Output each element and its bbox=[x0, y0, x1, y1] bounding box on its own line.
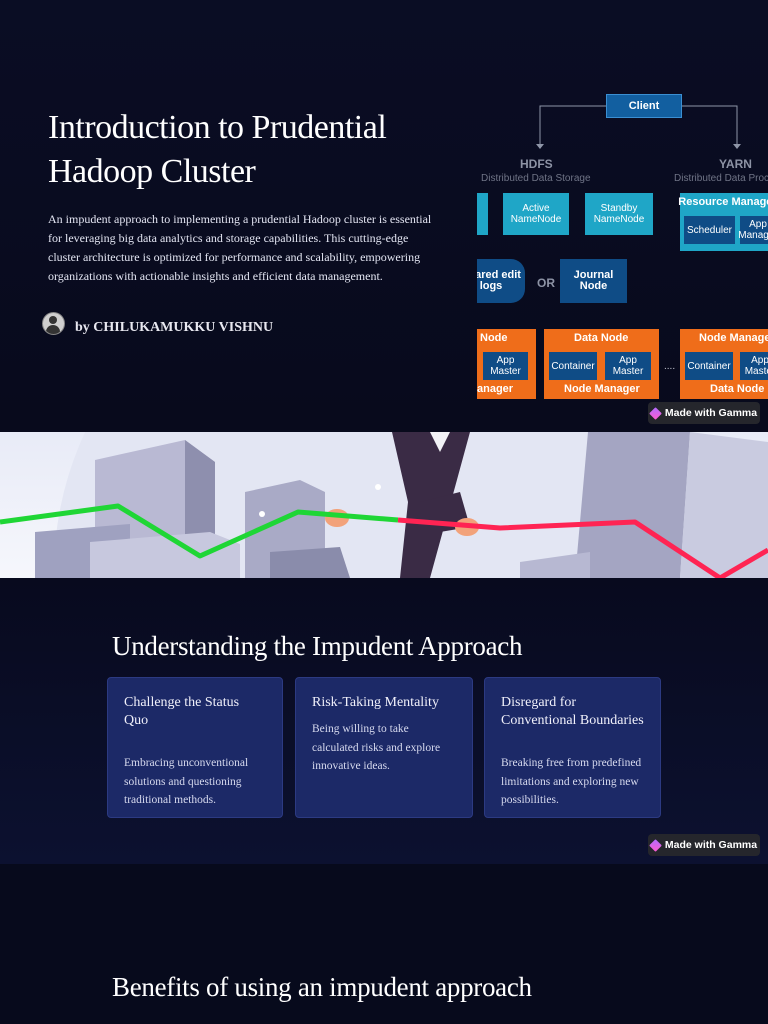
standby-namenode-box: Standby NameNode bbox=[585, 193, 653, 235]
diagram-connectors bbox=[536, 105, 741, 149]
card-text: Embracing unconventional solutions and q… bbox=[124, 757, 249, 806]
container-box: Container bbox=[549, 352, 597, 380]
benefits-heading: Benefits of using an impudent approach bbox=[112, 972, 532, 1002]
slide-title: Introduction to Prudential Hadoop Cluste… bbox=[48, 109, 387, 190]
active-namenode-box: Active NameNode bbox=[503, 193, 569, 235]
card-text: Being willing to take calculated risks a… bbox=[312, 723, 441, 772]
card-title: Challenge the Status Quo bbox=[124, 695, 240, 728]
journal-node-box: Journal Node bbox=[560, 259, 627, 303]
node-left-label: Node bbox=[480, 332, 508, 344]
scheduler-box: Scheduler bbox=[684, 216, 735, 244]
card-boundaries: Disregard for Conventional Boundaries Br… bbox=[484, 677, 661, 818]
ellipsis-label: .... bbox=[664, 361, 676, 372]
gamma-logo-icon bbox=[649, 406, 662, 420]
made-with-gamma-label: Made with Gamma bbox=[664, 839, 758, 851]
or-label: OR bbox=[537, 276, 555, 290]
yarn-sublabel: Distributed Data Processing bbox=[674, 173, 768, 184]
manager-left-label: anager bbox=[477, 383, 514, 395]
author-avatar bbox=[42, 311, 65, 335]
app-manager-box: App Manager bbox=[738, 216, 768, 244]
made-with-gamma-badge[interactable]: Made with Gamma bbox=[648, 402, 760, 424]
benefits-slide: Benefits of using an impudent approach bbox=[0, 864, 768, 1024]
approach-slide: Understanding the Impudent Approach Chal… bbox=[0, 578, 768, 864]
card-title: Risk-Taking Mentality bbox=[312, 695, 439, 710]
app-master-left-box: App Master bbox=[483, 352, 528, 380]
card-status-quo: Challenge the Status Quo Embracing uncon… bbox=[107, 677, 283, 818]
shared-edit-logs-box: Shared edit logs bbox=[477, 259, 525, 303]
namenode-partial-box bbox=[477, 193, 488, 235]
made-with-gamma-label: Made with Gamma bbox=[664, 407, 758, 419]
hdfs-label: HDFS bbox=[520, 157, 553, 171]
card-risk-taking: Risk-Taking Mentality Being willing to t… bbox=[295, 677, 473, 818]
title-slide: Introduction to Prudential Hadoop Cluste… bbox=[0, 0, 768, 432]
card-text: Breaking free from predefined limitation… bbox=[501, 757, 642, 806]
data-node-label: Data Node bbox=[574, 332, 629, 344]
card-title: Disregard for Conventional Boundaries bbox=[501, 695, 644, 728]
container-right-box: Container bbox=[685, 352, 733, 380]
business-handshake-illustration bbox=[0, 432, 768, 578]
node-manager-right-label: Node Manager bbox=[699, 332, 768, 344]
hdfs-sublabel: Distributed Data Storage bbox=[481, 173, 591, 184]
yarn-label: YARN bbox=[719, 157, 752, 171]
app-master-box: App Master bbox=[605, 352, 651, 380]
app-master-right-box: App Master bbox=[740, 352, 768, 380]
client-box: Client bbox=[606, 94, 682, 118]
data-node-right-label: Data Node bbox=[710, 383, 765, 395]
banner-illustration bbox=[0, 432, 768, 578]
hadoop-architecture-diagram: Client HDFS Distributed Data Storage YAR… bbox=[477, 30, 768, 402]
node-manager-label: Node Manager bbox=[564, 383, 640, 395]
resource-manager-label: Resource Manager bbox=[678, 196, 768, 208]
gamma-logo-icon bbox=[649, 838, 662, 852]
approach-heading: Understanding the Impudent Approach bbox=[112, 631, 523, 661]
author-name: by CHILUKAMUKKU VISHNU bbox=[75, 320, 274, 335]
made-with-gamma-badge[interactable]: Made with Gamma bbox=[648, 834, 760, 856]
slide-description: An impudent approach to implementing a p… bbox=[48, 212, 432, 283]
author-byline: by CHILUKAMUKKU VISHNU bbox=[42, 310, 273, 336]
